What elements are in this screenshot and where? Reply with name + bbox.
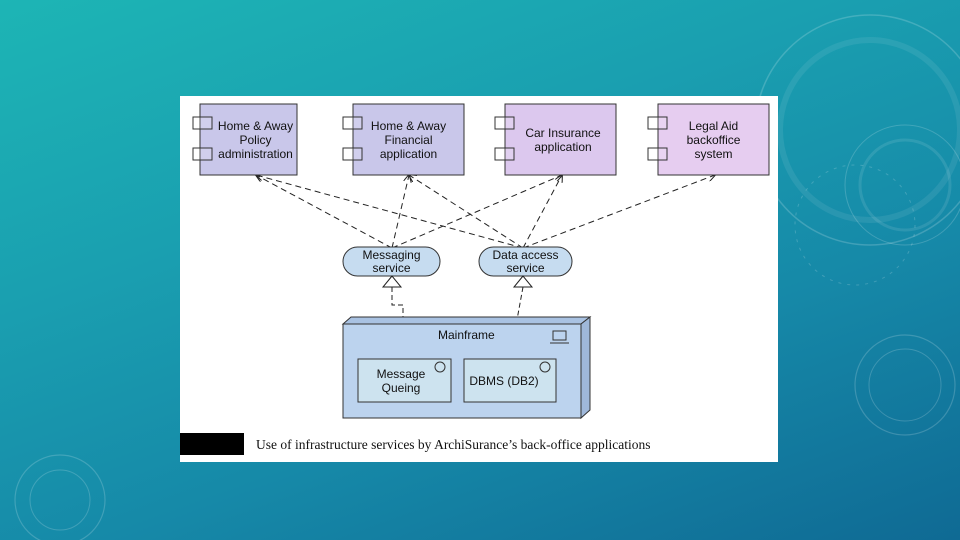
connector-msg-app3: [391, 175, 562, 249]
diagram-canvas: [192, 103, 770, 420]
app4-tab-bottom-icon: [647, 147, 668, 161]
connector-data-app2: [409, 175, 524, 249]
system-software-icon-message-queing: [434, 361, 446, 373]
service-data-access: [478, 246, 573, 277]
connector-data-app3: [522, 175, 562, 249]
component-tabs: [192, 116, 668, 161]
connector-data-app1: [256, 175, 524, 249]
connector-data-app4: [522, 175, 715, 249]
app1-tab-bottom-icon: [192, 147, 213, 161]
system-software-icon-dbms: [539, 361, 551, 373]
app4-tab-top-icon: [647, 116, 668, 130]
computer-icon: [552, 330, 567, 341]
mainframe-node-top: [341, 316, 592, 325]
connector-msg-app1: [256, 175, 393, 249]
app-box-policy-administration: [199, 103, 298, 176]
realization-line-messaging: [391, 287, 404, 322]
services: [342, 246, 573, 277]
mainframe-label: Mainframe: [438, 328, 495, 342]
node-components: [357, 358, 557, 403]
mainframe-node-side: [580, 315, 591, 420]
component-label-dbms: DBMS (DB2): [464, 359, 544, 402]
app-box-car-insurance: [504, 103, 617, 176]
connector-msg-app2: [391, 175, 409, 249]
app2-tab-bottom-icon: [342, 147, 363, 161]
caption-label-block: [180, 433, 244, 455]
app3-tab-bottom-icon: [494, 147, 515, 161]
realization-triangle-data-access: [512, 275, 534, 288]
realization-triangle-messaging: [381, 275, 403, 288]
app2-tab-top-icon: [342, 116, 363, 130]
app3-tab-top-icon: [494, 116, 515, 130]
component-label-dbms-text: DBMS (DB2): [469, 373, 539, 388]
app-box-financial-application: [352, 103, 465, 176]
figure-caption: Use of infrastructure services by ArchiS…: [256, 437, 651, 452]
component-dbms: [463, 358, 557, 403]
app1-tab-top-icon: [192, 116, 213, 130]
app-box-legal-aid: [657, 103, 770, 176]
service-connections: [256, 175, 715, 249]
application-boxes: [199, 103, 770, 176]
